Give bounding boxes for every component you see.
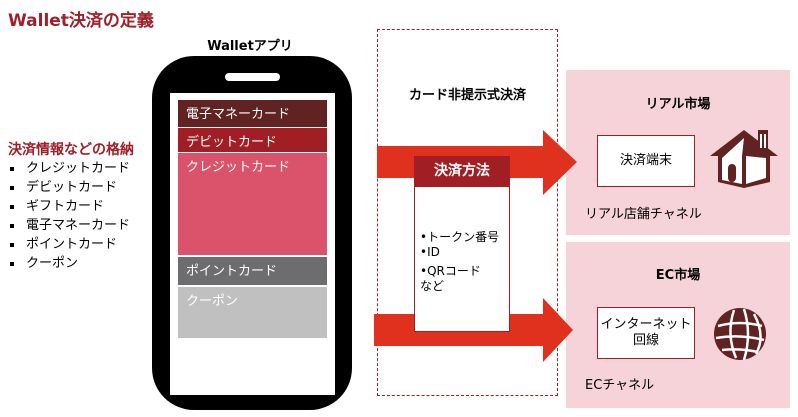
card-coupon: クーポン <box>178 287 327 338</box>
list-item: ポイントカード <box>10 233 117 252</box>
internet-line-box: インターネット回線 <box>597 307 695 359</box>
list-item: クレジットカード <box>10 157 130 176</box>
house-icon <box>710 130 778 188</box>
storage-heading: 決済情報などの格納 <box>8 142 134 158</box>
method-item: •トークン番号 <box>420 230 500 244</box>
ec-channel: ECチャネル <box>585 378 655 393</box>
page-title: Wallet決済の定義 <box>8 11 154 31</box>
method-item: •ID <box>420 245 440 259</box>
card-point: ポイントカード <box>178 257 327 285</box>
list-item: 電子マネーカード <box>10 214 130 233</box>
globe-icon <box>714 308 766 361</box>
real-store-channel: リアル店舗チャネル <box>585 207 702 222</box>
card-debit: デビットカード <box>178 128 327 152</box>
payment-method-title: 決済方法 <box>414 156 510 187</box>
ec-market-title: EC市場 <box>655 268 701 283</box>
non-present-region <box>377 29 558 396</box>
wallet-app-label: Walletアプリ <box>207 39 293 54</box>
card-e-money: 電子マネーカード <box>178 100 327 127</box>
phone-speaker <box>225 73 280 81</box>
list-item: デビットカード <box>10 176 117 195</box>
list-item: クーポン <box>10 252 78 271</box>
non-present-label: カード非提示式決済 <box>408 88 526 103</box>
method-item: など <box>420 279 445 293</box>
real-market-title: リアル市場 <box>645 97 711 112</box>
card-credit: クレジットカード <box>178 153 327 255</box>
list-item: ギフトカード <box>10 195 104 214</box>
payment-terminal-box: 決済端末 <box>597 135 695 187</box>
method-item: •QRコード <box>420 264 481 278</box>
